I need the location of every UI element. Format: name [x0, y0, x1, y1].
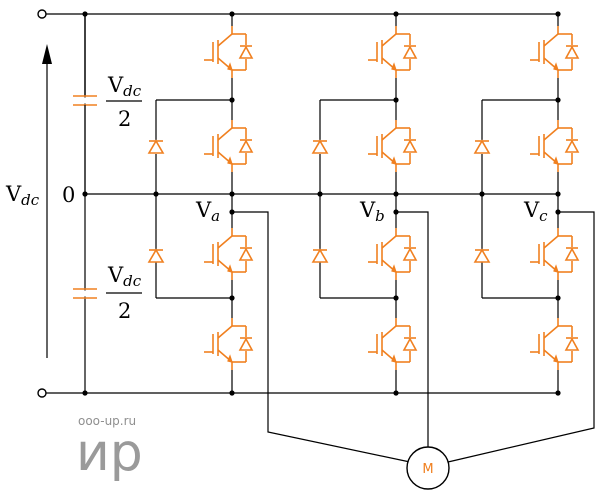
bus-junction — [82, 11, 88, 17]
switch-c2 — [530, 120, 580, 172]
lower-cap-num-sub: dc — [123, 272, 142, 290]
watermark-site: ooo-up.ru — [78, 414, 136, 428]
switch-b3 — [368, 228, 418, 280]
phase-b-label-main: V — [359, 198, 376, 222]
negative-terminal — [37, 388, 47, 398]
lower-cap-den: 2 — [118, 299, 131, 323]
upper-cap-fraction: Vdc 2 — [106, 73, 142, 131]
vdc-label-main: V — [5, 182, 22, 206]
switch-c1 — [530, 26, 580, 78]
clamp-diode-c-lower — [473, 248, 491, 263]
leg-a — [147, 11, 254, 396]
svg-text:Vdc: Vdc — [107, 263, 142, 290]
phase-a-label-sub: a — [211, 207, 220, 225]
clamp-diode-c-upper — [473, 139, 491, 154]
motor-label: M — [422, 462, 433, 477]
switch-a2 — [204, 120, 254, 172]
leg-c — [473, 11, 580, 396]
vdc-label-sub: dc — [21, 191, 40, 209]
lower-capacitor — [73, 288, 97, 299]
phase-b-label-sub: b — [375, 207, 385, 225]
switch-c3 — [530, 228, 580, 280]
svg-text:Vb: Vb — [359, 198, 385, 225]
svg-text:Vdc: Vdc — [5, 182, 40, 209]
phase-a-label-main: V — [195, 198, 212, 222]
phase-a-label: Va — [195, 198, 220, 225]
phase-c-label-main: V — [523, 198, 540, 222]
positive-terminal — [37, 9, 47, 19]
bus-junction — [82, 191, 88, 197]
clamp-diode-b-lower — [311, 248, 329, 263]
switch-c4 — [530, 318, 580, 370]
dc-bus-wiring — [42, 13, 558, 394]
leg-b — [311, 11, 418, 396]
clamp-diode-a-upper — [147, 139, 165, 154]
motor: M — [406, 446, 450, 490]
zero-label: 0 — [62, 183, 75, 207]
phase-c-label-sub: c — [539, 207, 548, 225]
phase-b-label: Vb — [359, 198, 385, 225]
motor-wiring — [232, 211, 595, 463]
watermark-logo: ир — [76, 423, 143, 483]
inverter-legs — [82, 11, 580, 396]
bus-junction — [82, 390, 88, 396]
lower-cap-fraction: Vdc 2 — [106, 263, 142, 323]
switch-a4 — [204, 318, 254, 370]
switch-b2 — [368, 120, 418, 172]
upper-cap-num: V — [107, 73, 124, 97]
switch-b1 — [368, 26, 418, 78]
upper-capacitor — [73, 14, 97, 194]
switch-a1 — [204, 26, 254, 78]
vdc-label: Vdc — [5, 182, 40, 209]
vdc-arrow — [42, 44, 52, 358]
switch-a3 — [204, 228, 254, 280]
upper-cap-num-sub: dc — [123, 82, 142, 100]
svg-text:Va: Va — [195, 198, 220, 225]
svg-text:Vc: Vc — [523, 198, 548, 225]
clamp-diode-b-upper — [311, 139, 329, 154]
svg-text:Vdc: Vdc — [107, 73, 142, 100]
clamp-diode-a-lower — [147, 248, 165, 263]
lower-cap-num: V — [107, 263, 124, 287]
phase-c-label: Vc — [523, 198, 548, 225]
switch-b4 — [368, 318, 418, 370]
upper-cap-den: 2 — [118, 107, 131, 131]
